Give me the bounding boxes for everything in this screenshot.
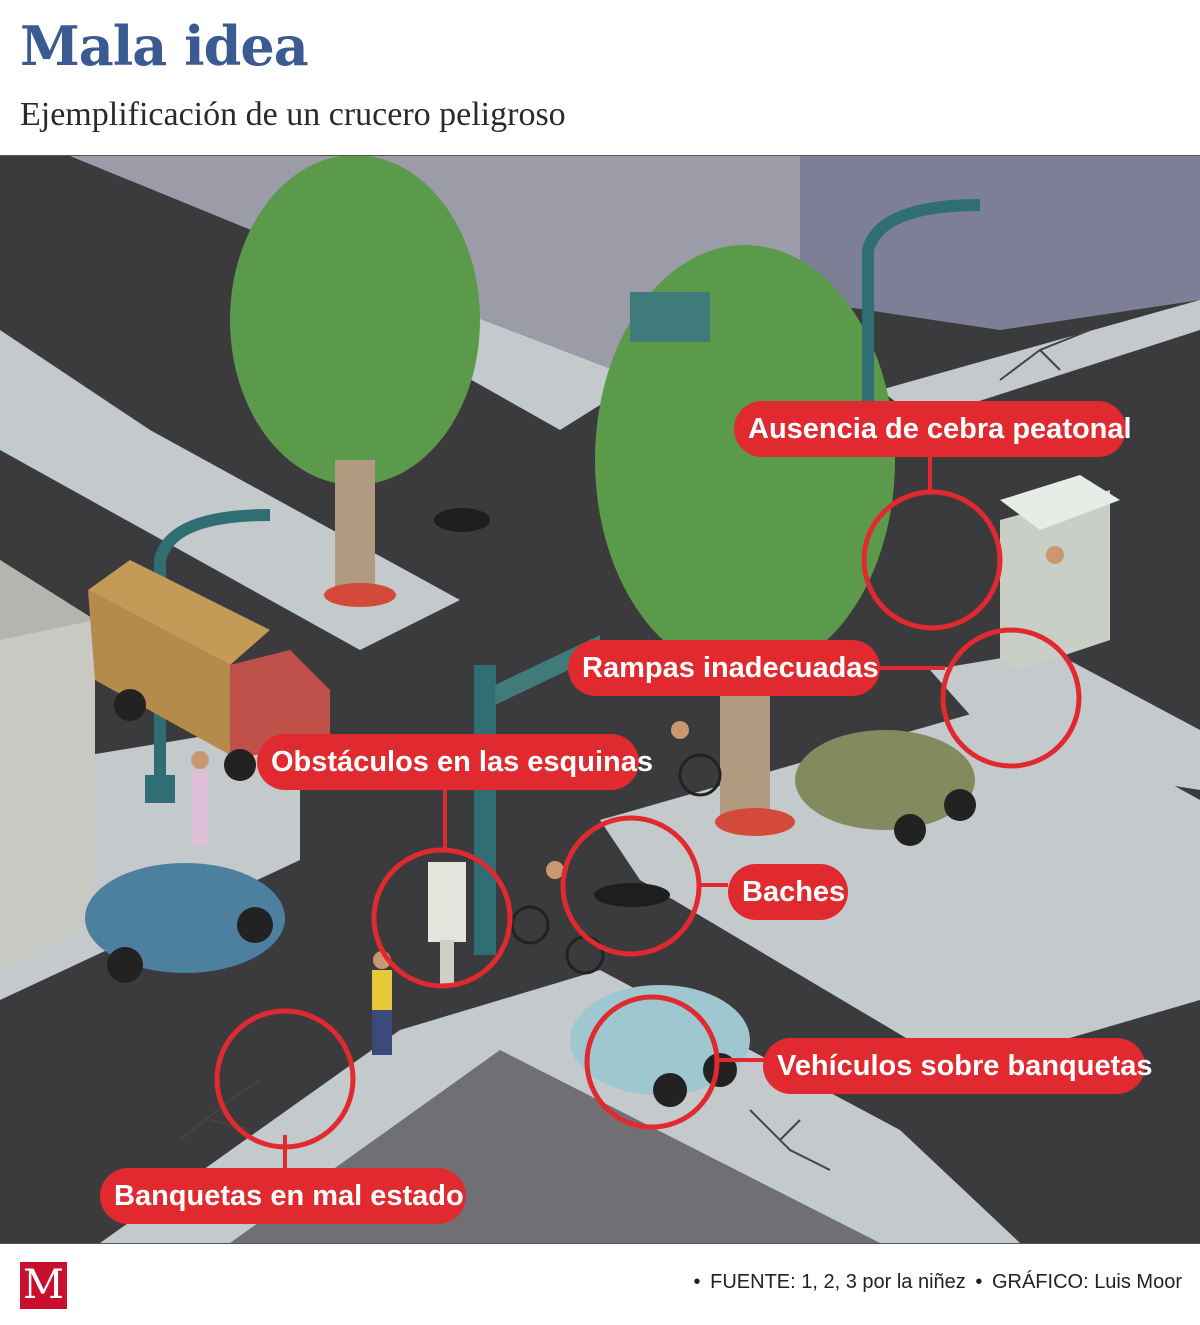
circle-vehiculos: [584, 994, 720, 1130]
cracks-top-right: [999, 329, 1091, 381]
credits: • FUENTE: 1, 2, 3 por la niñez • GRÁFICO…: [693, 1271, 1182, 1293]
circle-banquetas: [214, 1008, 356, 1150]
callout-rampas: Rampas inadecuadas: [568, 640, 880, 696]
page-title: Mala idea: [20, 14, 309, 78]
circle-rampas: [940, 627, 1082, 769]
callout-obstaculos: Obstáculos en las esquinas: [257, 734, 653, 790]
streetlamp-left: [154, 509, 271, 790]
circle-obstaculos: [371, 847, 513, 989]
callout-banquetas: Banquetas en mal estado: [100, 1168, 466, 1224]
tree-left-canopy: [230, 156, 480, 485]
cracks-bottom-left: [179, 1079, 261, 1141]
source-label: FUENTE:: [710, 1271, 796, 1293]
footer-divider: [0, 1243, 1200, 1244]
truck-cab: [230, 650, 330, 760]
pothole-center: [594, 883, 670, 907]
header-divider: [0, 155, 1200, 156]
graphic-label: GRÁFICO:: [991, 1271, 1089, 1293]
circle-cebra: [861, 489, 1003, 631]
tree-right-base: [715, 808, 795, 836]
cracks-bottom-right: [749, 1109, 831, 1171]
sidewalk-top-right: [880, 300, 1200, 420]
callout-cebra: Ausencia de cebra peatonal: [734, 401, 1132, 457]
kiosk-vendor: [1046, 546, 1064, 564]
tree-left-base: [324, 583, 396, 607]
graphic-value: Luis Moor: [1094, 1271, 1182, 1293]
source-value: 1, 2, 3 por la niñez: [801, 1271, 966, 1293]
sign-pole: [474, 665, 496, 955]
pedestrian-woman: [191, 751, 209, 769]
tree-right-canopy: [595, 245, 895, 675]
tree-left-trunk: [335, 460, 375, 600]
pothole-top: [434, 508, 490, 532]
milenio-logo: M: [20, 1262, 67, 1309]
person-wheelchair: [671, 721, 689, 739]
phone-booth: [428, 862, 466, 942]
callout-baches: Baches: [728, 864, 848, 920]
page-subtitle: Ejemplificación de un crucero peligroso: [20, 96, 566, 133]
building-left-side: [0, 560, 95, 640]
kiosk: [1000, 490, 1110, 670]
truck-cargo: [88, 560, 270, 665]
building-top-right: [800, 156, 1200, 330]
car-blue: [85, 863, 285, 973]
building-left: [0, 560, 95, 970]
circle-baches: [560, 815, 702, 957]
sidewalk-corner-right: [930, 650, 1200, 790]
streetlamp-right: [862, 199, 981, 410]
callout-vehiculos: Vehículos sobre banquetas: [763, 1038, 1153, 1094]
cyclist: [546, 861, 564, 879]
car-olive: [795, 730, 975, 830]
